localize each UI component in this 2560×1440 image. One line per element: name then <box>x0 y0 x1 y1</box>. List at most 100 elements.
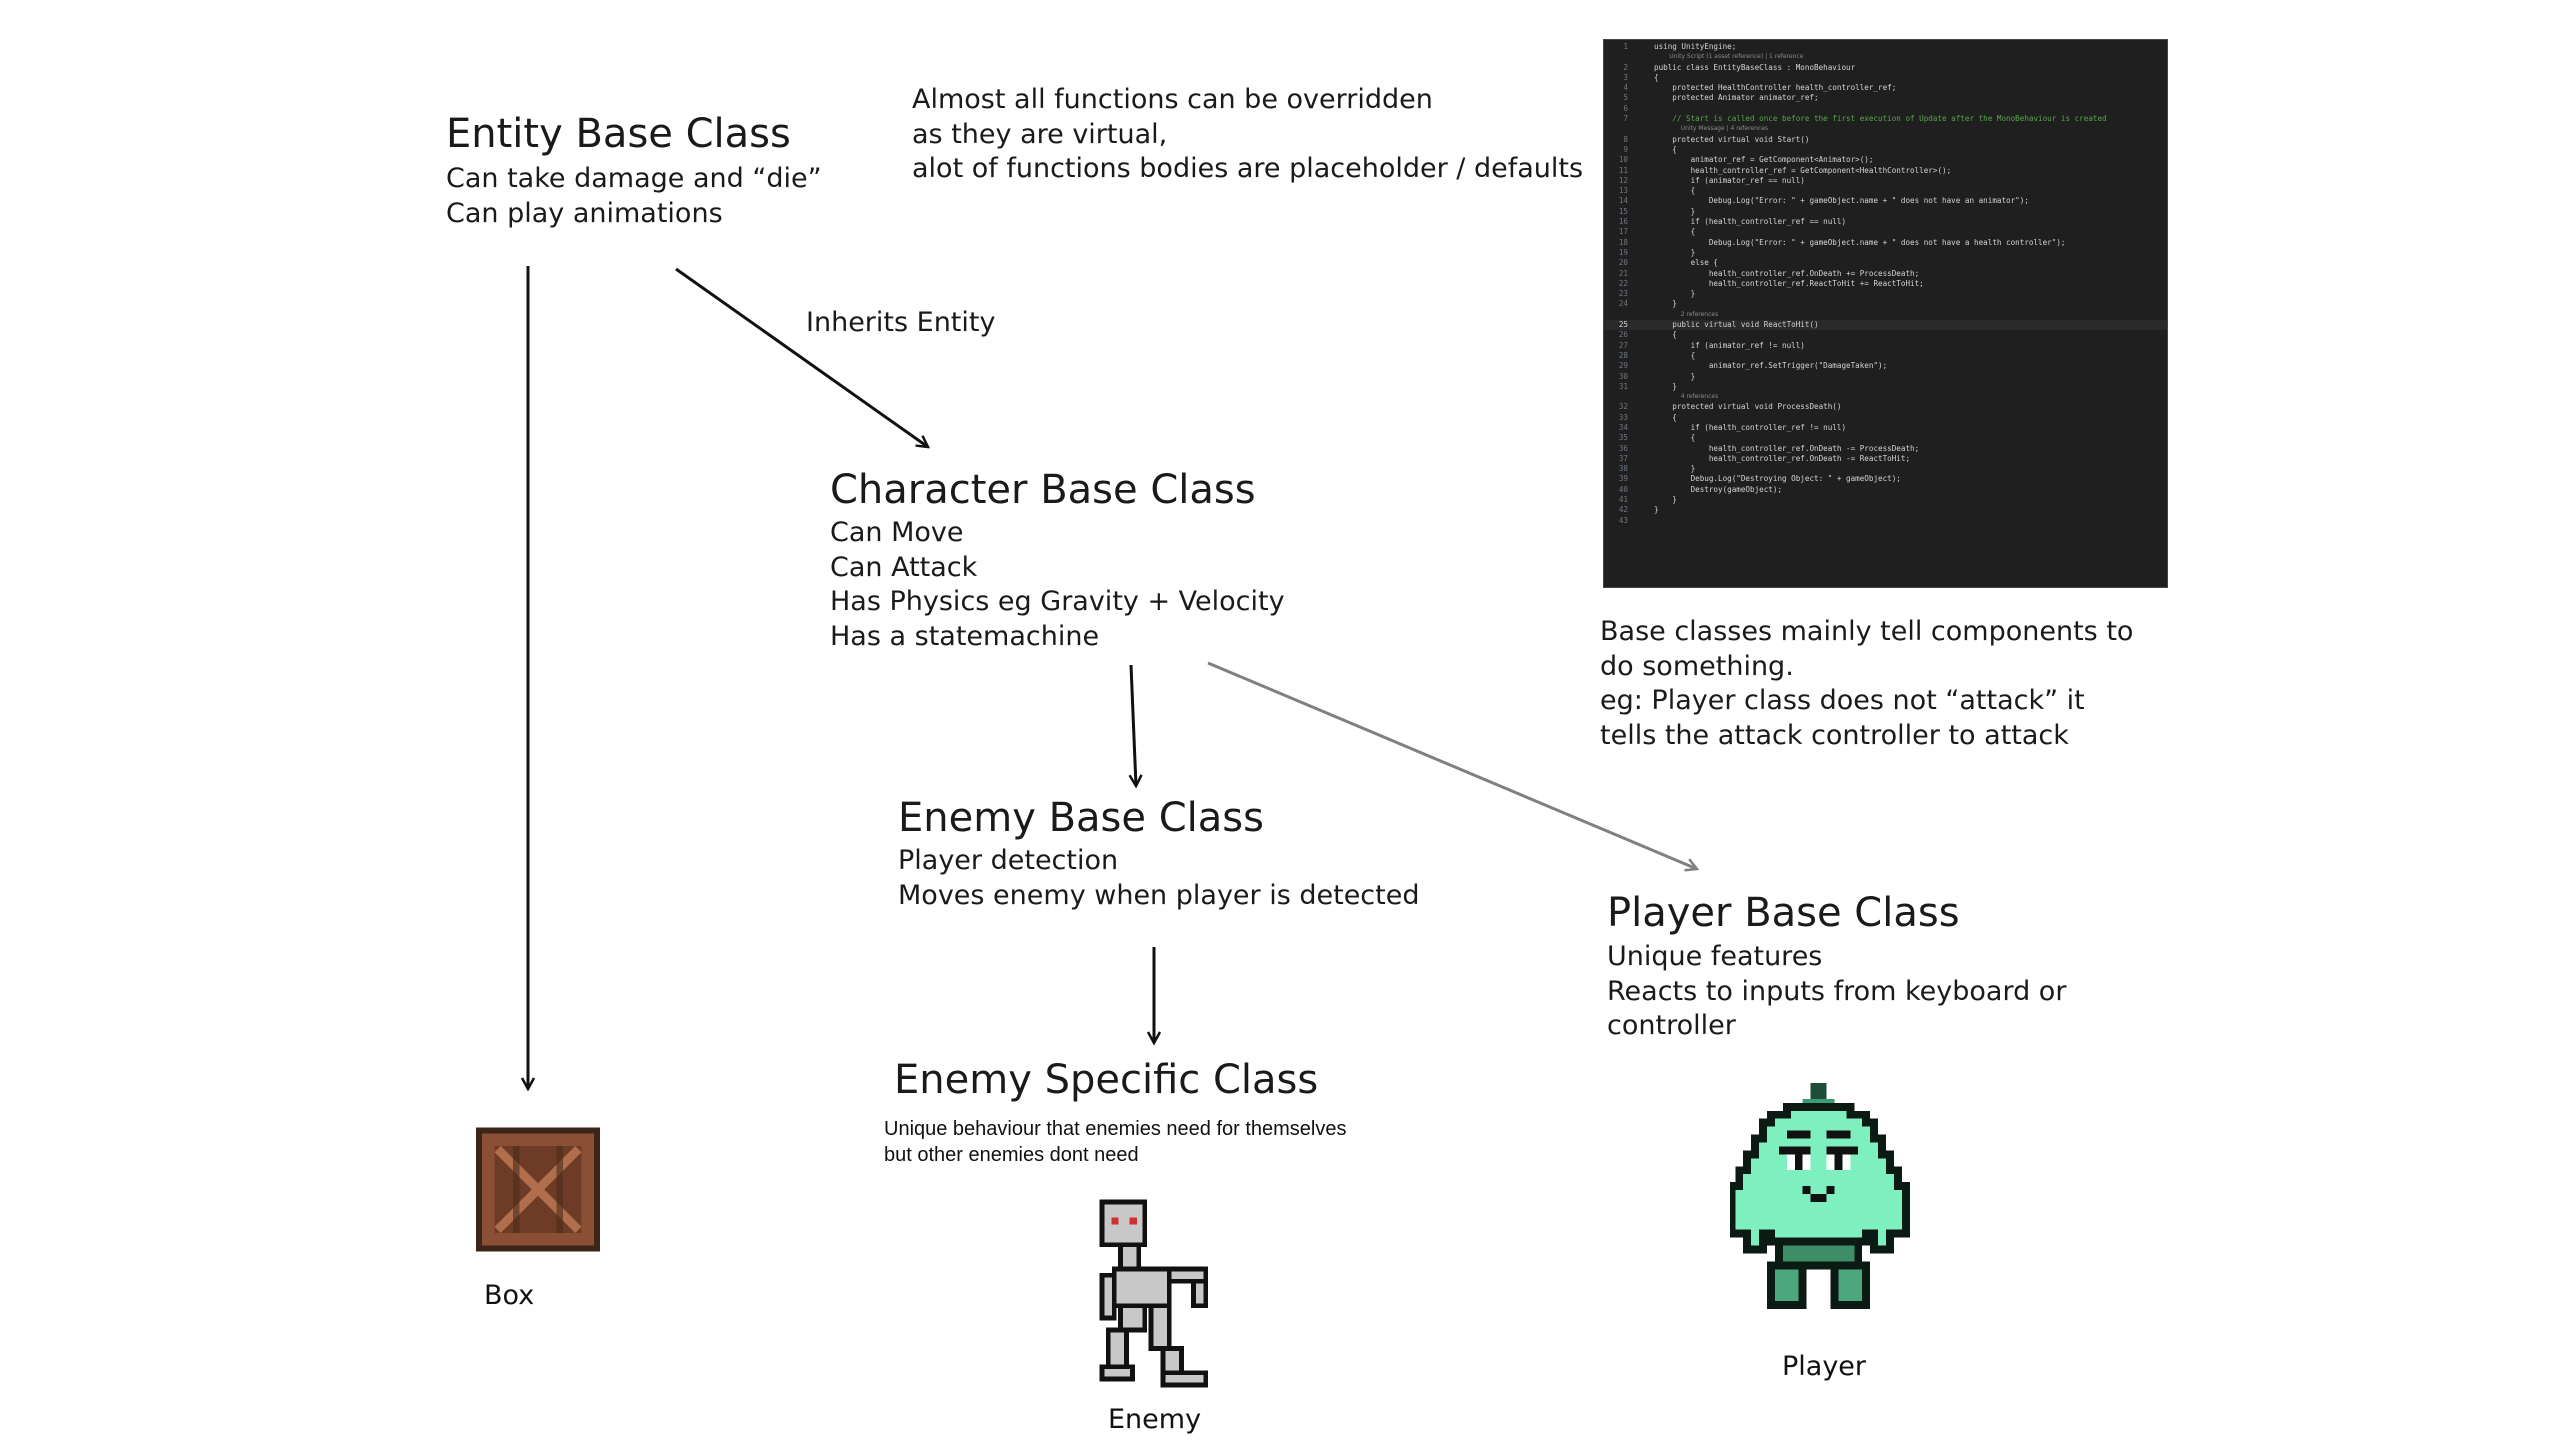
code-line: 11 health_controller_ref = GetComponent<… <box>1604 166 2167 176</box>
code-text: 4 references <box>1654 393 1719 401</box>
code-text: Unity Script (1 asset reference) | 1 ref… <box>1654 53 1804 61</box>
code-text: { <box>1654 433 1696 443</box>
codelens-hint: 4 references <box>1604 392 2167 402</box>
line-number: 23 <box>1618 289 1628 299</box>
line-number: 42 <box>1618 505 1628 515</box>
code-text: } <box>1654 381 1677 391</box>
code-text: public virtual void ReactToHit() <box>1654 320 1819 330</box>
line-number: 31 <box>1618 381 1628 391</box>
entity-base-class-description: Can take damage and “die” Can play anima… <box>446 162 822 231</box>
line-number: 20 <box>1618 258 1628 268</box>
line-number: 10 <box>1618 155 1628 165</box>
code-line: 12 if (animator_ref == null) <box>1604 176 2167 186</box>
code-text: else { <box>1654 258 1719 268</box>
line-number: 7 <box>1623 114 1628 124</box>
code-line: 34 if (health_controller_ref != null) <box>1604 423 2167 433</box>
line-number: 3 <box>1623 72 1628 82</box>
code-text: health_controller_ref.OnDeath -= ReactTo… <box>1654 453 1911 463</box>
character-base-class-description: Can Move Can Attack Has Physics eg Gravi… <box>830 516 1285 654</box>
code-text: if (animator_ref != null) <box>1654 340 1805 350</box>
line-number <box>1604 124 1654 134</box>
box-caption: Box <box>484 1280 535 1311</box>
code-text: using UnityEngine; <box>1654 42 1737 51</box>
note-line: do something. <box>1600 650 1794 682</box>
code-text: 2 references <box>1654 310 1719 318</box>
code-text: if (animator_ref == null) <box>1654 175 1805 185</box>
arrow-character-to-player-base <box>1207 661 1697 869</box>
code-text: protected virtual void Start() <box>1654 134 1810 144</box>
line-number: 4 <box>1623 83 1628 93</box>
line-number: 5 <box>1623 93 1628 103</box>
line-number: 13 <box>1618 186 1628 196</box>
character-line: Can Attack <box>830 551 978 583</box>
codelens-hint: Unity Message | 4 references <box>1604 124 2167 134</box>
code-text: { <box>1654 186 1696 196</box>
entity-base-class-title: Entity Base Class <box>446 111 791 157</box>
code-line: 32 protected virtual void ProcessDeath() <box>1604 402 2167 412</box>
player-base-line: Reacts to inputs from keyboard or <box>1607 975 2067 1007</box>
note-line: alot of functions bodies are placeholder… <box>912 153 1584 184</box>
line-number: 22 <box>1618 278 1628 288</box>
code-text: health_controller_ref.OnDeath -= Process… <box>1654 443 1920 453</box>
code-line: 21 health_controller_ref.OnDeath += Proc… <box>1604 269 2167 279</box>
code-text: { <box>1654 144 1677 154</box>
note-line: eg: Player class does not “attack” it <box>1600 685 2085 716</box>
arrow-entity-to-character <box>675 267 928 447</box>
enemy-base-class-title: Enemy Base Class <box>898 795 1264 841</box>
code-line: 35 { <box>1604 433 2167 443</box>
code-text: Destroy(gameObject); <box>1654 484 1783 494</box>
crate-sprite <box>476 1127 600 1252</box>
code-line: 38 } <box>1604 464 2167 474</box>
code-line: 27 if (animator_ref != null) <box>1604 341 2167 351</box>
line-number: 2 <box>1623 62 1628 72</box>
code-text: { <box>1654 330 1677 340</box>
line-number: 15 <box>1618 206 1628 216</box>
line-number: 11 <box>1618 165 1628 175</box>
code-text: { <box>1654 72 1659 82</box>
note-line: Base classes mainly tell components to <box>1600 616 2134 647</box>
code-line: 16 if (health_controller_ref == null) <box>1604 217 2167 227</box>
entity-line: Can play animations <box>446 197 723 229</box>
character-line: Has Physics eg Gravity + Velocity <box>830 586 1285 617</box>
player-base-class-description: Unique features Reacts to inputs from ke… <box>1607 940 2066 1044</box>
line-number: 17 <box>1618 227 1628 237</box>
line-number <box>1604 52 1654 62</box>
code-text: protected Animator animator_ref; <box>1654 93 1819 103</box>
line-number: 9 <box>1623 144 1628 154</box>
code-text: { <box>1654 412 1677 422</box>
code-line: 3{ <box>1604 73 2167 83</box>
code-line: 14 Debug.Log("Error: " + gameObject.name… <box>1604 196 2167 206</box>
code-line: 15 } <box>1604 207 2167 217</box>
code-text: if (health_controller_ref == null) <box>1654 217 1847 227</box>
code-text: } <box>1654 371 1696 381</box>
enemy-base-class-description: Player detection Moves enemy when player… <box>898 844 1420 913</box>
enemy-specific-line: Unique behaviour that enemies need for t… <box>884 1118 1347 1140</box>
line-number <box>1604 392 1654 402</box>
code-line: 22 health_controller_ref.ReactToHit += R… <box>1604 279 2167 289</box>
code-line: 19 } <box>1604 248 2167 258</box>
player-base-class-title: Player Base Class <box>1607 890 1960 936</box>
code-text: if (health_controller_ref != null) <box>1654 422 1847 432</box>
code-line: 13 { <box>1604 186 2167 196</box>
code-line: 33 { <box>1604 413 2167 423</box>
code-line: 28 { <box>1604 351 2167 361</box>
code-text: Debug.Log("Error: " + gameObject.name + … <box>1654 237 2066 247</box>
line-number <box>1604 310 1654 320</box>
code-line: 5 protected Animator animator_ref; <box>1604 93 2167 103</box>
code-line: 20 else { <box>1604 258 2167 268</box>
code-line: 18 Debug.Log("Error: " + gameObject.name… <box>1604 238 2167 248</box>
line-number: 29 <box>1618 361 1628 371</box>
codelens-hint: Unity Script (1 asset reference) | 1 ref… <box>1604 52 2167 62</box>
code-text: health_controller_ref = GetComponent<Hea… <box>1654 165 1952 175</box>
line-number: 38 <box>1618 464 1628 474</box>
note-line: as they are virtual, <box>912 118 1168 150</box>
code-text: } <box>1654 495 1677 505</box>
enemy-base-line: Moves enemy when player is detected <box>898 879 1420 911</box>
line-number: 40 <box>1618 484 1628 494</box>
code-line: 9 { <box>1604 145 2167 155</box>
code-text: health_controller_ref.OnDeath += Process… <box>1654 268 1920 278</box>
code-text: Debug.Log("Error: " + gameObject.name + … <box>1654 196 2029 206</box>
